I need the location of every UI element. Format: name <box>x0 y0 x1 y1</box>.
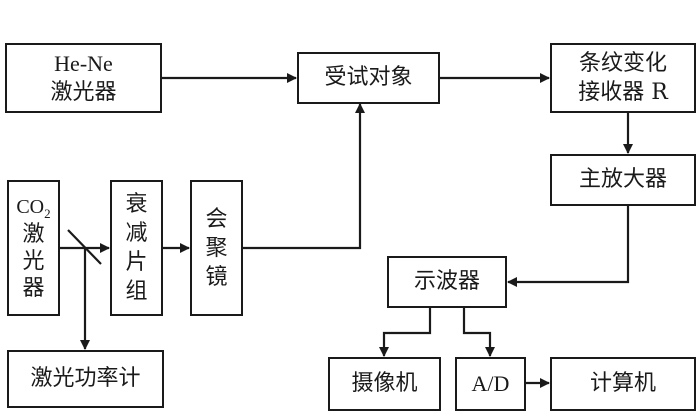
computer-box: 计算机 <box>550 357 696 411</box>
attenuator-char: 衰 <box>125 192 148 217</box>
test-object-box: 受试对象 <box>297 52 440 104</box>
computer-label: 计算机 <box>589 371 656 396</box>
co2-laser-char: 器 <box>22 276 45 301</box>
focusing-mirror-box: 会 聚 镜 <box>190 180 243 316</box>
camera-box: 摄像机 <box>328 357 441 411</box>
power-meter-label: 激光功率计 <box>30 366 141 391</box>
fringe-receiver-box: 条纹变化 接收器 R <box>550 43 696 113</box>
power-meter-box: 激光功率计 <box>7 350 164 408</box>
co2-laser-box: CO2 激 光 器 <box>7 180 60 316</box>
oscilloscope-label: 示波器 <box>413 269 480 294</box>
fringe-receiver-label-line2: 接收器 R <box>578 80 668 105</box>
fringe-receiver-label-line1: 条纹变化 <box>578 51 667 76</box>
attenuator-char: 片 <box>125 250 148 275</box>
hene-laser-label-line2: 激光器 <box>50 80 117 105</box>
focusing-mirror-char: 镜 <box>205 264 228 290</box>
co2-laser-char: 光 <box>22 249 45 274</box>
camera-label: 摄像机 <box>351 371 418 396</box>
ad-converter-box: A/D <box>455 357 526 411</box>
arrow-amplifier-to-oscilloscope <box>507 205 630 287</box>
main-amplifier-label: 主放大器 <box>578 167 667 192</box>
focusing-mirror-char: 会 <box>205 206 228 232</box>
co2-laser-formula: CO2 <box>16 196 51 221</box>
oscilloscope-box: 示波器 <box>387 256 507 308</box>
hene-laser-label-line1: He-Ne <box>54 51 113 76</box>
attenuator-char: 组 <box>125 279 148 304</box>
focusing-mirror-char: 聚 <box>205 235 228 261</box>
arrow-oscilloscope-to-ad <box>462 307 495 357</box>
test-object-label: 受试对象 <box>324 65 413 90</box>
ad-converter-label: A/D <box>471 371 510 396</box>
attenuator-char: 减 <box>125 221 148 246</box>
arrow-mirror-to-object <box>242 103 365 250</box>
attenuator-box: 衰 减 片 组 <box>110 180 163 316</box>
main-amplifier-box: 主放大器 <box>550 154 696 206</box>
co2-laser-char: 激 <box>22 222 45 247</box>
beam-splitter <box>67 229 102 265</box>
hene-laser-box: He-Ne 激光器 <box>5 43 162 113</box>
arrow-oscilloscope-to-camera <box>379 307 432 357</box>
